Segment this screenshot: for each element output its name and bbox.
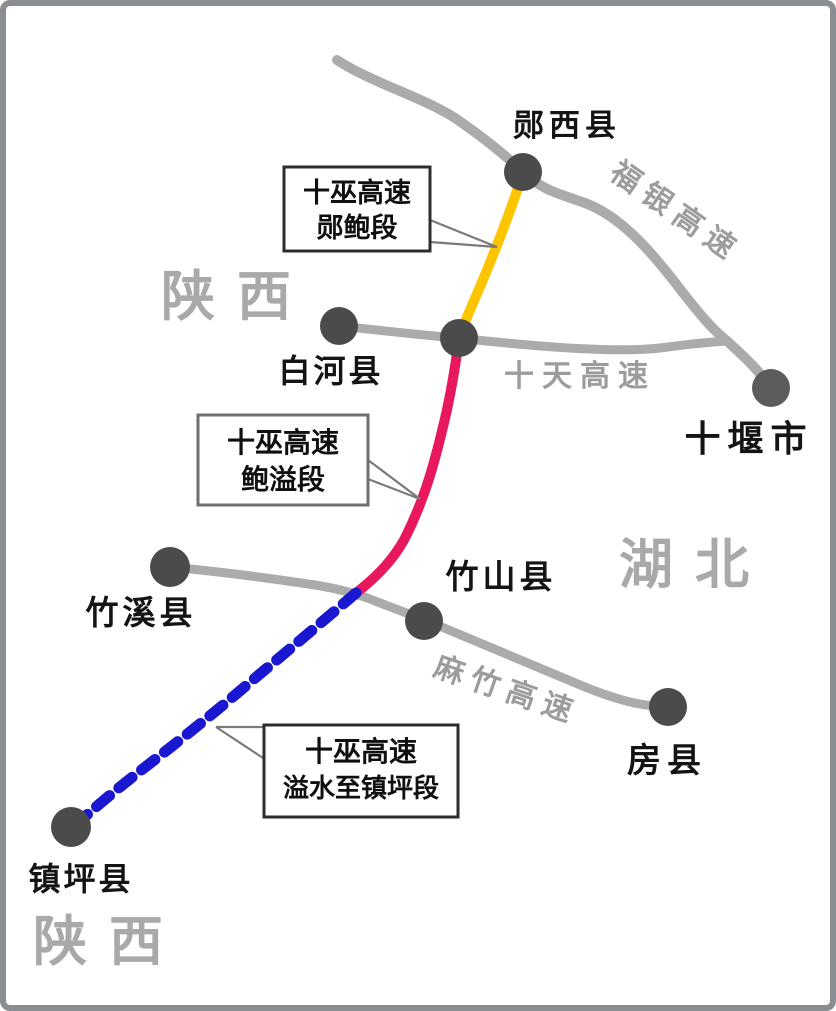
callout-yunbao-leader — [429, 218, 498, 249]
node-fangxian — [649, 688, 687, 726]
segment-yishui-zhenping-blue-dashed — [66, 587, 362, 834]
node-baihe — [320, 307, 358, 345]
callout-yunbao-line2: 郧鲍段 — [317, 213, 398, 243]
city-label-shiyan: 十堰市 — [684, 418, 813, 459]
callout-baoyi-line2: 鲍溢段 — [241, 463, 325, 495]
city-label-zhenping: 镇坪县 — [28, 861, 133, 897]
callout-yishui-zhenping: 十巫高速 溢水至镇坪段 — [215, 723, 460, 819]
callout-yishui-zhenping-line2: 溢水至镇坪段 — [283, 773, 439, 803]
segment-baoyi-red — [351, 333, 464, 598]
callout-yunbao-line1: 十巫高速 — [303, 177, 411, 208]
highway-map: 陕西 湖北 陕西 福银高速 十天高速 麻竹高速 郧西县 白河县 十堰市 竹溪县 … — [28, 55, 813, 973]
callout-yunbao: 十巫高速 郧鲍段 — [282, 165, 498, 253]
city-label-yunxi: 郧西县 — [513, 108, 621, 143]
city-label-fangxian: 房县 — [627, 742, 707, 780]
road-label-shitian: 十天高速 — [504, 360, 656, 393]
callout-baoyi: 十巫高速 鲍溢段 — [196, 413, 421, 507]
callout-yunbao-box — [282, 165, 432, 253]
callout-baoyi-box — [196, 413, 370, 507]
city-label-zhushan: 竹山县 — [446, 558, 557, 595]
node-zhenping — [51, 807, 91, 847]
city-label-baihe: 白河县 — [278, 353, 383, 389]
segment-yunbao-yellow — [454, 167, 528, 343]
node-yunxi — [504, 153, 542, 191]
callout-baoyi-leader — [367, 459, 421, 501]
callout-yishui-zhenping-line1: 十巫高速 — [305, 736, 417, 767]
province-label-shaanxi-south: 陕西 — [33, 909, 185, 973]
province-label-hubei: 湖北 — [619, 532, 771, 596]
node-zhuxi — [150, 547, 190, 587]
road-label-mazhu: 麻竹高速 — [430, 649, 585, 731]
road-label-fuyin: 福银高速 — [603, 155, 747, 270]
road-shitian-expressway — [335, 321, 732, 355]
node-zhushan — [405, 602, 443, 640]
callout-yishui-zhenping-box — [262, 723, 460, 819]
city-label-zhuxi: 竹溪县 — [86, 594, 197, 631]
callout-baoyi-line1: 十巫高速 — [227, 427, 339, 458]
node-baoxia-junction — [440, 319, 478, 357]
node-shiyan — [752, 369, 790, 407]
province-label-shaanxi-north: 陕西 — [161, 264, 313, 328]
